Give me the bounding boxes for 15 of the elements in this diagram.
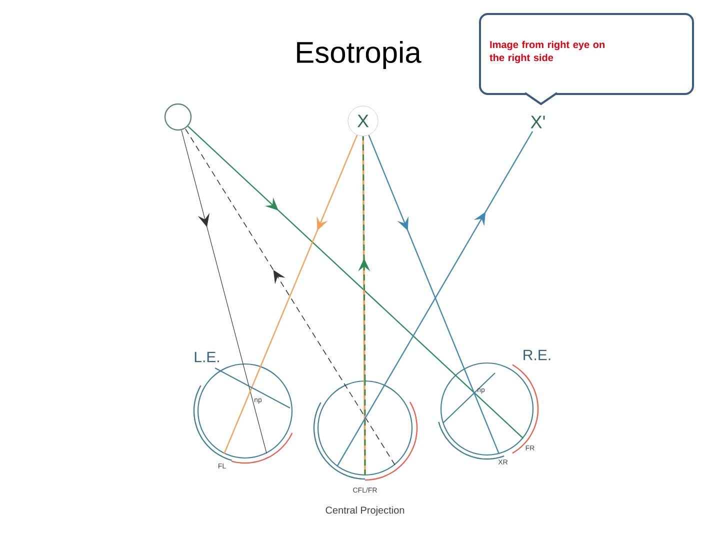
ray-arrow xyxy=(358,136,370,380)
ray-arrow xyxy=(224,134,358,454)
node-label: Central Projection xyxy=(326,506,404,516)
ray-arrow xyxy=(181,130,267,454)
object-circle xyxy=(164,103,192,131)
ray-arrow xyxy=(336,131,534,467)
callout-box: Image from right eye on the right side xyxy=(479,13,694,106)
object-label: X xyxy=(348,106,378,136)
eye-label: R.E. xyxy=(524,350,550,360)
ray-arrow xyxy=(184,128,396,466)
eye-label: L.E. xyxy=(194,352,219,362)
object-label: X' xyxy=(530,116,545,128)
ray-arrow xyxy=(368,134,500,454)
ray-arrow xyxy=(188,126,524,439)
title: Esotropia xyxy=(297,41,422,69)
